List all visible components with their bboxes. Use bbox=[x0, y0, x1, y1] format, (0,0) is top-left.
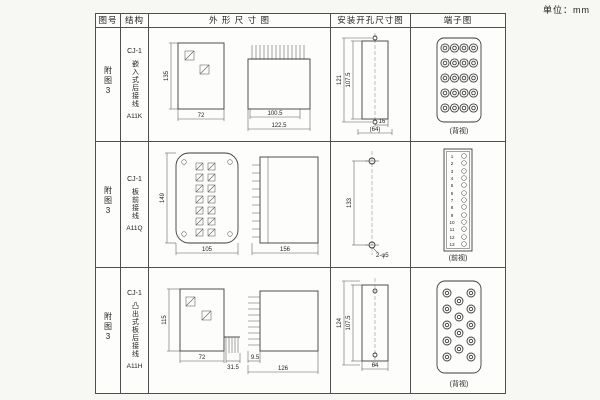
dim-label: 135 bbox=[164, 70, 170, 81]
dim-label: 9.5 bbox=[250, 355, 259, 361]
dimensions: 115 72 31.5 9.5 126 bbox=[162, 288, 318, 374]
outline-cell: 149 105 156 bbox=[148, 140, 331, 268]
dim-label: 149 bbox=[160, 192, 166, 203]
structure-cell: CJ-1 板前接线 A11Q bbox=[120, 140, 149, 268]
terminal-diagram-a11q: 1 2 3 4 5 6 7 8 9 10 11 12 13 bbox=[443, 148, 472, 262]
terminal-diagram-a11k: (背视) bbox=[436, 37, 481, 135]
terminal-number: 8 bbox=[450, 205, 453, 210]
view-caption: (背视) bbox=[449, 126, 468, 135]
outline-drawing-a11q: 149 105 156 bbox=[160, 152, 318, 255]
dimensions: 135 72 100.5 122.5 bbox=[164, 42, 310, 131]
table-row: 附图3 CJ-1 凸出式板后接线 A11H bbox=[95, 266, 506, 394]
view-caption: (背视) bbox=[449, 379, 468, 388]
header-install: 安装开孔尺寸图 bbox=[330, 13, 411, 28]
dimensions: 121 107.5 16 (64) bbox=[337, 37, 392, 135]
terminal-number: 12 bbox=[449, 235, 455, 240]
header-structure: 结构 bbox=[120, 13, 149, 28]
dim-label: 72 bbox=[198, 355, 205, 361]
front-view bbox=[177, 42, 224, 110]
terminal-number: 9 bbox=[450, 213, 453, 218]
install-drawing-a11h: 124 107.5 64 bbox=[337, 278, 388, 371]
figure-number: 附图3 bbox=[103, 312, 113, 343]
view-caption: (前视) bbox=[448, 253, 467, 262]
structure-cell: CJ-1 嵌入式后接线 A11K bbox=[120, 26, 149, 142]
front-view bbox=[175, 152, 238, 244]
header-terminal: 端子图 bbox=[410, 13, 506, 28]
side-view bbox=[247, 45, 310, 110]
terminal-cell: (背视) bbox=[410, 26, 506, 142]
structure-desc: 嵌入式后接线 bbox=[131, 60, 139, 108]
dim-label: 107.5 bbox=[346, 72, 352, 88]
terminal-number: 1 bbox=[450, 154, 453, 159]
dim-label: 72 bbox=[197, 113, 204, 119]
dim-label: 156 bbox=[279, 247, 290, 253]
dim-label: 121 bbox=[337, 74, 343, 85]
terminal-number: 6 bbox=[450, 191, 453, 196]
terminal-number: 5 bbox=[450, 183, 453, 188]
structure-model: CJ-1 bbox=[127, 48, 142, 55]
structure-desc: 凸出式板后接线 bbox=[131, 302, 139, 358]
fig-no-cell: 附图3 bbox=[95, 26, 121, 142]
install-drawing-a11k: 121 107.5 16 (64) bbox=[337, 33, 392, 135]
dim-label: (64) bbox=[369, 127, 380, 133]
structure-desc: 板前接线 bbox=[131, 188, 139, 220]
header-row: 图号 结构 外 形 尺 寸 图 安装开孔尺寸图 端子图 bbox=[95, 13, 506, 28]
dim-label: 31.5 bbox=[227, 365, 239, 371]
dim-label: 126 bbox=[277, 366, 288, 372]
install-cell: 133 2-φ5 bbox=[330, 140, 411, 268]
spec-table: 图号 结构 外 形 尺 寸 图 安装开孔尺寸图 端子图 附图3 CJ-1 嵌入式… bbox=[95, 13, 506, 394]
install-cell: 121 107.5 16 (64) bbox=[330, 26, 411, 142]
terminal-number: 4 bbox=[450, 176, 453, 181]
table-row: 附图3 CJ-1 嵌入式后接线 A11K bbox=[95, 26, 506, 142]
fig-no-cell: 附图3 bbox=[95, 140, 121, 268]
outline-cell: 115 72 31.5 9.5 126 bbox=[148, 266, 331, 394]
structure-model: CJ-1 bbox=[127, 290, 142, 297]
side-view bbox=[251, 156, 318, 244]
terminal-number: 2 bbox=[450, 161, 453, 166]
dim-label: 16 bbox=[378, 119, 385, 125]
structure-cell: CJ-1 凸出式板后接线 A11H bbox=[120, 266, 149, 394]
dim-label: 133 bbox=[347, 197, 353, 208]
table-row: 附图3 CJ-1 板前接线 A11Q bbox=[95, 140, 506, 268]
dim-label: 2-φ5 bbox=[376, 253, 389, 259]
terminal-rows: 1 2 3 4 5 6 7 8 9 10 11 12 13 bbox=[449, 153, 467, 247]
dimensions: 149 105 156 bbox=[160, 152, 318, 255]
fig-no-cell: 附图3 bbox=[95, 266, 121, 394]
structure-code: A11K bbox=[126, 113, 143, 120]
front-view bbox=[179, 288, 240, 353]
terminal-cell: (背视) bbox=[410, 266, 506, 394]
structure-code: A11Q bbox=[126, 225, 143, 232]
install-cell: 124 107.5 64 bbox=[330, 266, 411, 394]
terminal-number: 13 bbox=[449, 242, 455, 247]
dimensions: 124 107.5 64 bbox=[337, 280, 388, 371]
install-drawing-a11q: 133 2-φ5 bbox=[347, 151, 389, 259]
structure-code: A11H bbox=[126, 363, 143, 370]
side-view bbox=[247, 290, 318, 352]
header-fig-no: 图号 bbox=[95, 13, 121, 28]
header-outline: 外 形 尺 寸 图 bbox=[148, 13, 331, 28]
dimensions: 133 2-φ5 bbox=[347, 160, 389, 259]
terminal-cell: 1 2 3 4 5 6 7 8 9 10 11 12 13 bbox=[410, 140, 506, 268]
dim-label: 124 bbox=[337, 317, 343, 328]
dim-label: 64 bbox=[371, 363, 378, 369]
outline-cell: 135 72 100.5 122.5 bbox=[148, 26, 331, 142]
unit-label: 单位：mm bbox=[543, 5, 590, 15]
dim-label: 100.5 bbox=[267, 111, 283, 117]
figure-number: 附图3 bbox=[103, 66, 113, 97]
dim-label: 105 bbox=[201, 247, 212, 253]
terminal-diagram-a11h: (背视) bbox=[436, 280, 481, 388]
figure-number: 附图3 bbox=[103, 186, 113, 217]
outline-drawing-a11k: 135 72 100.5 122.5 bbox=[164, 42, 310, 131]
terminal-number: 10 bbox=[449, 220, 455, 225]
terminal-number: 7 bbox=[450, 198, 453, 203]
dim-label: 122.5 bbox=[271, 123, 287, 129]
outline-drawing-a11h: 115 72 31.5 9.5 126 bbox=[162, 288, 318, 374]
dim-label: 115 bbox=[162, 315, 168, 325]
terminal-number: 11 bbox=[449, 227, 454, 232]
structure-model: CJ-1 bbox=[127, 176, 142, 183]
terminal-number: 3 bbox=[450, 169, 453, 174]
dim-label: 107.5 bbox=[346, 315, 352, 331]
